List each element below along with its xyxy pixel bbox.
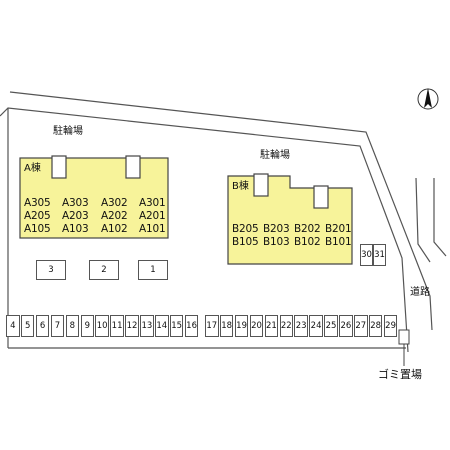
parking-slot: 24 bbox=[309, 315, 323, 337]
building-a-stair-left bbox=[51, 155, 67, 179]
parking-slot: 16 bbox=[184, 315, 199, 337]
parking-slot: 11 bbox=[110, 315, 124, 337]
unit-label-a: A303 bbox=[62, 197, 89, 209]
parking-slot: 21 bbox=[264, 315, 279, 337]
unit-label-a: A301 bbox=[139, 197, 166, 209]
site-boundary-top bbox=[0, 107, 409, 353]
building-b-stair-right bbox=[313, 185, 329, 209]
unit-label-a: A103 bbox=[62, 223, 89, 235]
parking-slot: 29 bbox=[383, 315, 398, 337]
building-a-stair-right bbox=[125, 155, 141, 179]
side-road-right-edge bbox=[433, 178, 447, 257]
parking-slot: 23 bbox=[294, 315, 308, 337]
parking-slot: 17 bbox=[205, 315, 219, 337]
unit-label-a: A302 bbox=[101, 197, 128, 209]
unit-label-b: B103 bbox=[263, 236, 290, 248]
parking-slot: 31 bbox=[373, 244, 386, 266]
side-road-left-edge bbox=[415, 177, 431, 263]
unit-label-b: B203 bbox=[263, 223, 290, 235]
parking-slot: 2 bbox=[89, 260, 119, 280]
parking-slot: 30 bbox=[360, 244, 373, 266]
garbage-label: ゴミ置場 bbox=[378, 368, 422, 381]
parking-slot: 28 bbox=[368, 315, 383, 337]
parking-slot: 12 bbox=[125, 315, 139, 337]
garbage-area bbox=[398, 329, 410, 345]
parking-slot: 13 bbox=[140, 315, 154, 337]
unit-label-a: A202 bbox=[101, 210, 128, 222]
parking-slot: 6 bbox=[35, 315, 50, 337]
unit-label-b: B105 bbox=[232, 236, 259, 248]
building-a-label: A棟 bbox=[24, 163, 41, 174]
unit-label-b: B205 bbox=[232, 223, 259, 235]
parking-slot: 22 bbox=[279, 315, 294, 337]
parking-slot: 19 bbox=[234, 315, 249, 337]
unit-label-b: B202 bbox=[294, 223, 321, 235]
unit-label-b: B102 bbox=[294, 236, 321, 248]
parking-slot: 18 bbox=[219, 315, 234, 337]
unit-label-a: A105 bbox=[24, 223, 51, 235]
parking-slot: 1 bbox=[138, 260, 168, 280]
north-arrow-icon bbox=[417, 88, 439, 110]
parking-slot: 27 bbox=[354, 315, 368, 337]
parking-slot: 20 bbox=[249, 315, 264, 337]
building-a bbox=[19, 157, 169, 239]
unit-label-a: A201 bbox=[139, 210, 166, 222]
unit-label-a: A101 bbox=[139, 223, 166, 235]
parking-slot: 10 bbox=[95, 315, 109, 337]
parking-slot: 14 bbox=[155, 315, 169, 337]
unit-label-b: B101 bbox=[325, 236, 352, 248]
unit-label-a: A305 bbox=[24, 197, 51, 209]
parking-slot: 4 bbox=[6, 315, 20, 337]
road-edge-outer bbox=[9, 91, 433, 331]
unit-label-a: A205 bbox=[24, 210, 51, 222]
parking-slot: 7 bbox=[50, 315, 65, 337]
unit-label-a: A203 bbox=[62, 210, 89, 222]
parking-slot: 26 bbox=[339, 315, 353, 337]
parking-slot: 5 bbox=[20, 315, 35, 337]
parking-slot: 25 bbox=[324, 315, 338, 337]
building-b-label: B棟 bbox=[232, 181, 249, 192]
parking-slot: 8 bbox=[65, 315, 80, 337]
building-b-stair-left bbox=[253, 173, 269, 197]
road-label: 道路 bbox=[410, 287, 430, 298]
bike-parking-label-b: 駐輪場 bbox=[260, 150, 290, 161]
parking-slot: 3 bbox=[36, 260, 66, 280]
unit-label-b: B201 bbox=[325, 223, 352, 235]
parking-slot: 15 bbox=[169, 315, 184, 337]
parking-slot: 9 bbox=[80, 315, 95, 337]
unit-label-a: A102 bbox=[101, 223, 128, 235]
bike-parking-label-a: 駐輪場 bbox=[53, 126, 83, 137]
